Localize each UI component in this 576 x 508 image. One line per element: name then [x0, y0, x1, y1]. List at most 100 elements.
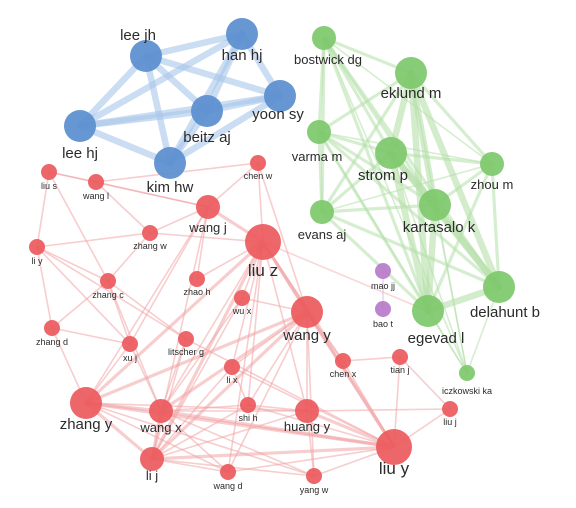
node-zhou-m[interactable]: [480, 152, 504, 176]
edge-lee-jh--lee-hj: [76, 52, 150, 130]
node-wu-x[interactable]: [234, 290, 250, 306]
node-label-liu-s: liu s: [41, 181, 58, 191]
edge-chen-x--tian-j: [342, 356, 401, 362]
node-mao-jj[interactable]: [375, 263, 391, 279]
node-label-huang-y: huang y: [284, 419, 331, 434]
node-delahunt-b[interactable]: [483, 271, 515, 303]
edge-bostwick-dg--zhou-m: [323, 37, 493, 165]
node-liu-s[interactable]: [41, 164, 57, 180]
node-tian-j[interactable]: [392, 349, 408, 365]
node-shi-h[interactable]: [240, 397, 256, 413]
node-label-wang-j: wang j: [188, 220, 227, 235]
edge-wang-l--wang-j: [95, 181, 209, 208]
node-lee-hj[interactable]: [64, 110, 96, 142]
edge-wang-y--yang-w: [306, 311, 315, 477]
node-li-j[interactable]: [140, 447, 164, 471]
edge-liu-z--shi-h: [247, 241, 264, 406]
edge-han-hj--lee-hj: [76, 30, 246, 130]
node-wang-x[interactable]: [149, 399, 173, 423]
node-strom-p[interactable]: [375, 137, 407, 169]
node-kartasalo-k[interactable]: [419, 189, 451, 221]
node-yoon-sy[interactable]: [264, 80, 296, 112]
edge-liu-z--li-x: [231, 241, 264, 368]
edge-wang-y--li-j: [150, 310, 309, 461]
edge-wang-x--yang-w: [160, 410, 315, 477]
node-kim-hw[interactable]: [154, 147, 186, 179]
node-wang-y[interactable]: [291, 296, 323, 328]
node-label-li-j: li j: [146, 468, 158, 483]
node-lee-jh[interactable]: [130, 40, 162, 72]
node-egevad-l[interactable]: [412, 295, 444, 327]
node-wang-l[interactable]: [88, 174, 104, 190]
node-label-evans-aj: evans aj: [298, 227, 347, 242]
node-label-litscher-g: litscher g: [168, 347, 204, 357]
node-varma-m[interactable]: [307, 120, 331, 144]
node-liu-j[interactable]: [442, 401, 458, 417]
edge-xu-j--wang-x: [129, 343, 162, 412]
node-label-beitz-aj: beitz aj: [183, 129, 231, 146]
edge-li-j--liu-y: [150, 445, 396, 461]
node-label-li-x: li x: [227, 375, 238, 385]
node-label-liu-y: liu y: [379, 459, 410, 478]
node-litscher-g[interactable]: [178, 331, 194, 347]
node-zhang-d[interactable]: [44, 320, 60, 336]
node-huang-y[interactable]: [295, 399, 319, 423]
node-liu-y[interactable]: [376, 429, 412, 465]
edge-varma-m--delahunt-b: [317, 130, 501, 289]
edge-zhou-m--delahunt-b: [490, 162, 501, 289]
node-wang-j[interactable]: [196, 195, 220, 219]
node-li-y[interactable]: [29, 239, 45, 255]
edge-yoon-sy--kim-hw: [166, 92, 284, 167]
edge-wang-y--liu-y: [305, 310, 396, 449]
node-chen-w[interactable]: [250, 155, 266, 171]
node-liu-z[interactable]: [245, 224, 281, 260]
edge-wang-y--shi-h: [247, 311, 308, 406]
edge-zhang-w--liu-z: [149, 232, 264, 243]
node-label-zhou-m: zhou m: [471, 177, 514, 192]
node-label-lee-hj: lee hj: [62, 145, 98, 162]
node-label-zhang-y: zhang y: [60, 416, 113, 433]
node-bao-t[interactable]: [375, 301, 391, 317]
node-label-chen-x: chen x: [330, 369, 357, 379]
node-yang-w[interactable]: [306, 468, 322, 484]
edge-liu-s--li-y: [36, 171, 50, 248]
node-chen-x[interactable]: [335, 353, 351, 369]
node-label-wang-y: wang y: [282, 327, 331, 344]
edge-zhang-y--yang-w: [85, 402, 315, 477]
node-wang-d[interactable]: [220, 464, 236, 480]
edge-kartasalo-k--iczkowski-ka: [434, 204, 468, 374]
edge-liu-z--zhang-y: [84, 240, 265, 405]
edge-varma-m--evans-aj: [317, 130, 324, 214]
node-label-zhang-d: zhang d: [36, 337, 68, 347]
node-evans-aj[interactable]: [310, 200, 334, 224]
node-label-liu-j: liu j: [443, 417, 457, 427]
node-han-hj[interactable]: [226, 18, 258, 50]
node-xu-j[interactable]: [122, 336, 138, 352]
node-label-strom-p: strom p: [358, 167, 408, 184]
edge-zhou-m--evans-aj: [321, 163, 493, 213]
edge-li-j--wang-d: [151, 458, 229, 473]
edge-wu-x--li-j: [151, 297, 243, 460]
edge-eklund-m--delahunt-b: [407, 69, 503, 291]
node-zhao-h[interactable]: [189, 271, 205, 287]
edge-zhang-c--zhang-d: [51, 280, 109, 329]
node-eklund-m[interactable]: [395, 57, 427, 89]
node-label-tian-j: tian j: [390, 365, 409, 375]
edge-tian-j--liu-j: [399, 356, 451, 410]
node-beitz-aj[interactable]: [191, 95, 223, 127]
node-label-kartasalo-k: kartasalo k: [403, 219, 476, 236]
edge-strom-p--egevad-l: [387, 149, 432, 315]
node-label-eklund-m: eklund m: [381, 85, 442, 102]
edge-liu-s--zhang-c: [48, 171, 109, 282]
edge-evans-aj--delahunt-b: [320, 210, 501, 289]
edge-li-y--zhang-c: [36, 246, 109, 282]
edge-huang-y--li-j: [151, 410, 308, 460]
node-zhang-y[interactable]: [70, 387, 102, 419]
node-li-x[interactable]: [224, 359, 240, 375]
node-bostwick-dg[interactable]: [312, 26, 336, 50]
node-zhang-c[interactable]: [100, 273, 116, 289]
edge-kartasalo-k--delahunt-b: [431, 201, 503, 291]
node-label-wang-d: wang d: [212, 481, 242, 491]
node-zhang-w[interactable]: [142, 225, 158, 241]
node-iczkowski-ka[interactable]: [459, 365, 475, 381]
